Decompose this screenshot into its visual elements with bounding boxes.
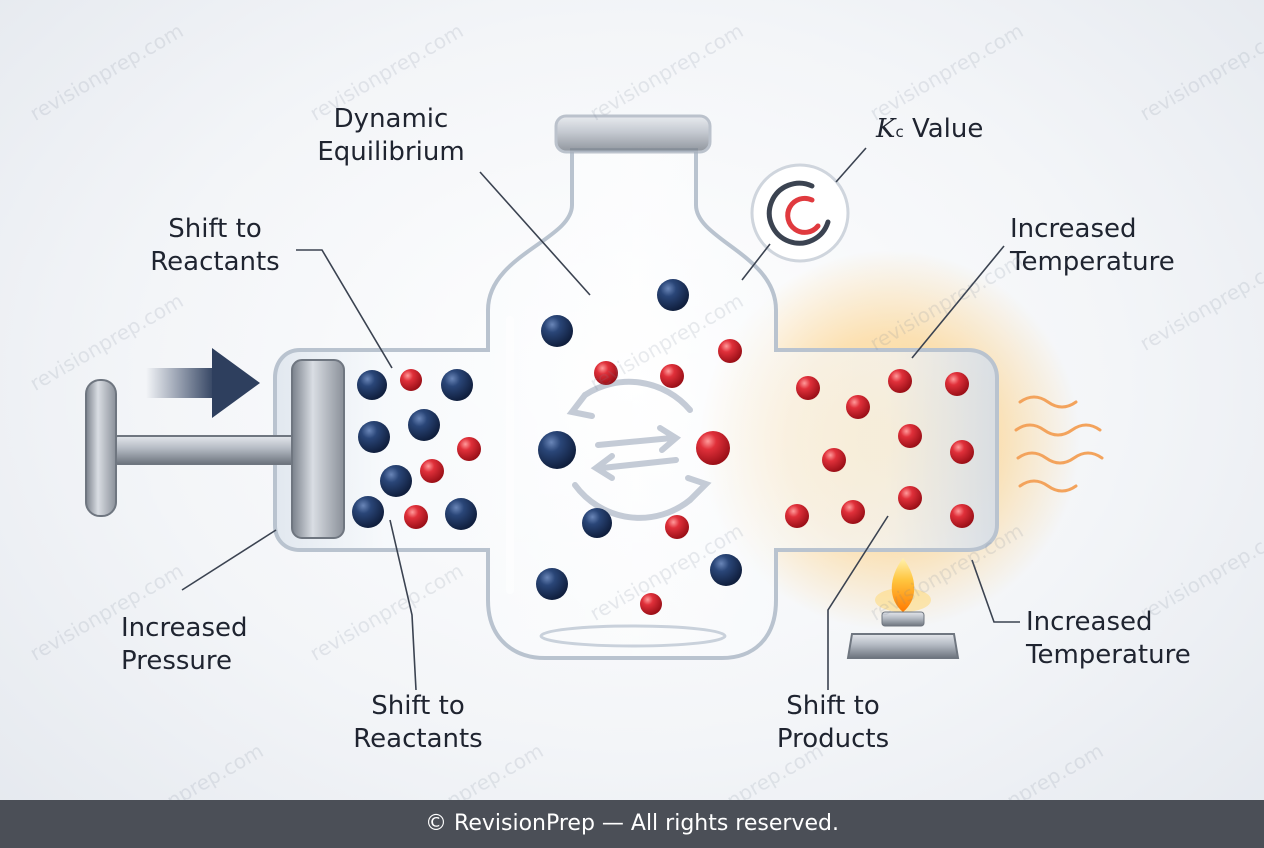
heat-waves-icon [1014,395,1104,493]
product-particle [841,500,865,524]
product-particle [594,361,618,385]
product-particle [898,424,922,448]
reactant-particle [657,279,689,311]
product-particle [457,437,481,461]
kc-value-label: Kc Value [876,114,984,144]
reactant-particle [445,498,477,530]
kc-gauge-icon [750,163,850,263]
reactant-particle [710,554,742,586]
product-particle [822,448,846,472]
product-particle [718,339,742,363]
product-particle [950,440,974,464]
dynamic-equilibrium-label: Dynamic Equilibrium [317,104,465,167]
equilibrium-arrows-icon [566,378,712,521]
shift-to-reactants-bottom-label: Shift to Reactants [353,691,483,754]
reactant-particle [441,369,473,401]
increased-temperature-top-label: Increased Temperature [1010,214,1175,277]
particles [352,279,974,615]
glass-vessel [273,114,999,660]
product-particle [400,369,422,391]
product-particle [898,486,922,510]
product-particle [696,431,730,465]
product-particle [846,395,870,419]
reactant-particle [541,315,573,347]
push-arrow-icon [146,348,260,418]
product-particle [888,369,912,393]
product-particle [785,504,809,528]
product-particle [950,504,974,528]
reactant-particle [408,409,440,441]
copyright-footer: © RevisionPrep — All rights reserved. [0,800,1264,848]
product-particle [660,364,684,388]
reactant-particle [358,421,390,453]
reactant-particle [538,431,576,469]
product-particle [665,515,689,539]
reactant-particle [582,508,612,538]
reactant-particle [352,496,384,528]
increased-temperature-bottom-label: Increased Temperature [1026,607,1191,670]
increased-pressure-label: Increased Pressure [121,613,248,676]
product-particle [420,459,444,483]
product-particle [796,376,820,400]
reactant-particle [536,568,568,600]
product-particle [945,372,969,396]
piston-icon [85,359,345,539]
reactant-particle [380,465,412,497]
product-particle [404,505,428,529]
reactant-particle [357,370,387,400]
shift-to-products-label: Shift to Products [776,691,890,754]
burner-flame-icon [846,558,960,659]
equilibrium-diagram [85,114,1104,691]
shift-to-reactants-top-label: Shift to Reactants [150,214,280,277]
leader-lines [181,147,1020,691]
product-particle [640,593,662,615]
